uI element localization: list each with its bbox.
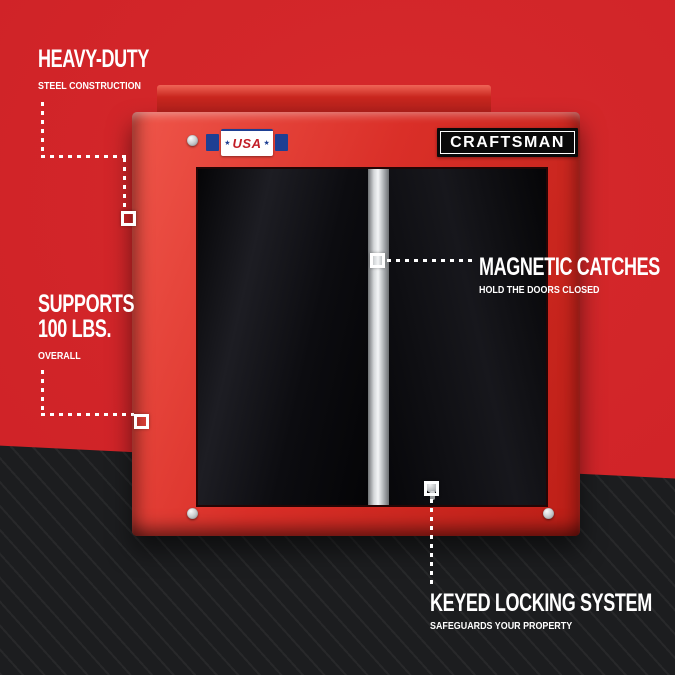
usa-badge-left-wing [206, 134, 219, 151]
callout-magnetic-subtitle: HOLD THE DOORS CLOSED [479, 284, 600, 296]
craftsman-logo-text: CRAFTSMAN [450, 133, 565, 151]
screw-icon [187, 135, 198, 146]
screw-icon [543, 508, 554, 519]
usa-badge-label: USA [232, 136, 262, 151]
callout-marker-supports [134, 414, 149, 429]
callout-line-supports-v [41, 370, 44, 416]
usa-built-badge: ★ USA ★ [206, 129, 288, 156]
callout-line-magnetic-h [387, 259, 473, 262]
callout-keyed-subtitle: SAFEGUARDS YOUR PROPERTY [430, 620, 573, 632]
usa-badge-center: ★ USA ★ [221, 129, 273, 156]
callout-line-heavy-duty-h [41, 155, 126, 158]
screw-icon [187, 508, 198, 519]
callout-marker-magnetic [370, 253, 385, 268]
star-icon: ★ [224, 140, 231, 147]
callout-supports-line1: SUPPORTS [38, 290, 135, 318]
callout-keyed-locking: KEYED LOCKING SYSTEM SAFEGUARDS YOUR PRO… [430, 591, 675, 632]
cabinet-left-door [198, 169, 368, 505]
usa-badge-right-wing [275, 134, 288, 151]
callout-heavy-duty-subtitle: STEEL CONSTRUCTION [38, 80, 141, 92]
callout-supports: SUPPORTS 100 LBS. OVERALL [38, 292, 172, 362]
callout-magnetic-title: MAGNETIC CATCHES [479, 253, 660, 281]
callout-supports-subtitle: OVERALL [38, 350, 81, 362]
callout-marker-keyed-lock [424, 481, 439, 496]
callout-line-heavy-duty-v2 [123, 158, 126, 211]
star-icon: ★ [263, 140, 270, 147]
magnetic-catch-strip [368, 169, 389, 505]
callout-heavy-duty-title: HEAVY-DUTY [38, 45, 150, 73]
callout-line-keyed-v [430, 499, 433, 587]
callout-magnetic-catches: MAGNETIC CATCHES HOLD THE DOORS CLOSED [479, 255, 675, 296]
cabinet-right-door [389, 169, 546, 505]
callout-supports-line2: 100 LBS. [38, 315, 112, 343]
craftsman-logo: CRAFTSMAN [437, 128, 578, 157]
callout-line-supports-h [41, 413, 134, 416]
callout-heavy-duty: HEAVY-DUTY STEEL CONSTRUCTION [38, 47, 192, 92]
callout-keyed-title: KEYED LOCKING SYSTEM [430, 589, 652, 617]
callout-line-heavy-duty-v1 [41, 102, 44, 158]
keyhole-lock-icon [426, 481, 438, 493]
callout-marker-heavy-duty [121, 211, 136, 226]
craftsman-logo-frame: CRAFTSMAN [440, 131, 575, 154]
